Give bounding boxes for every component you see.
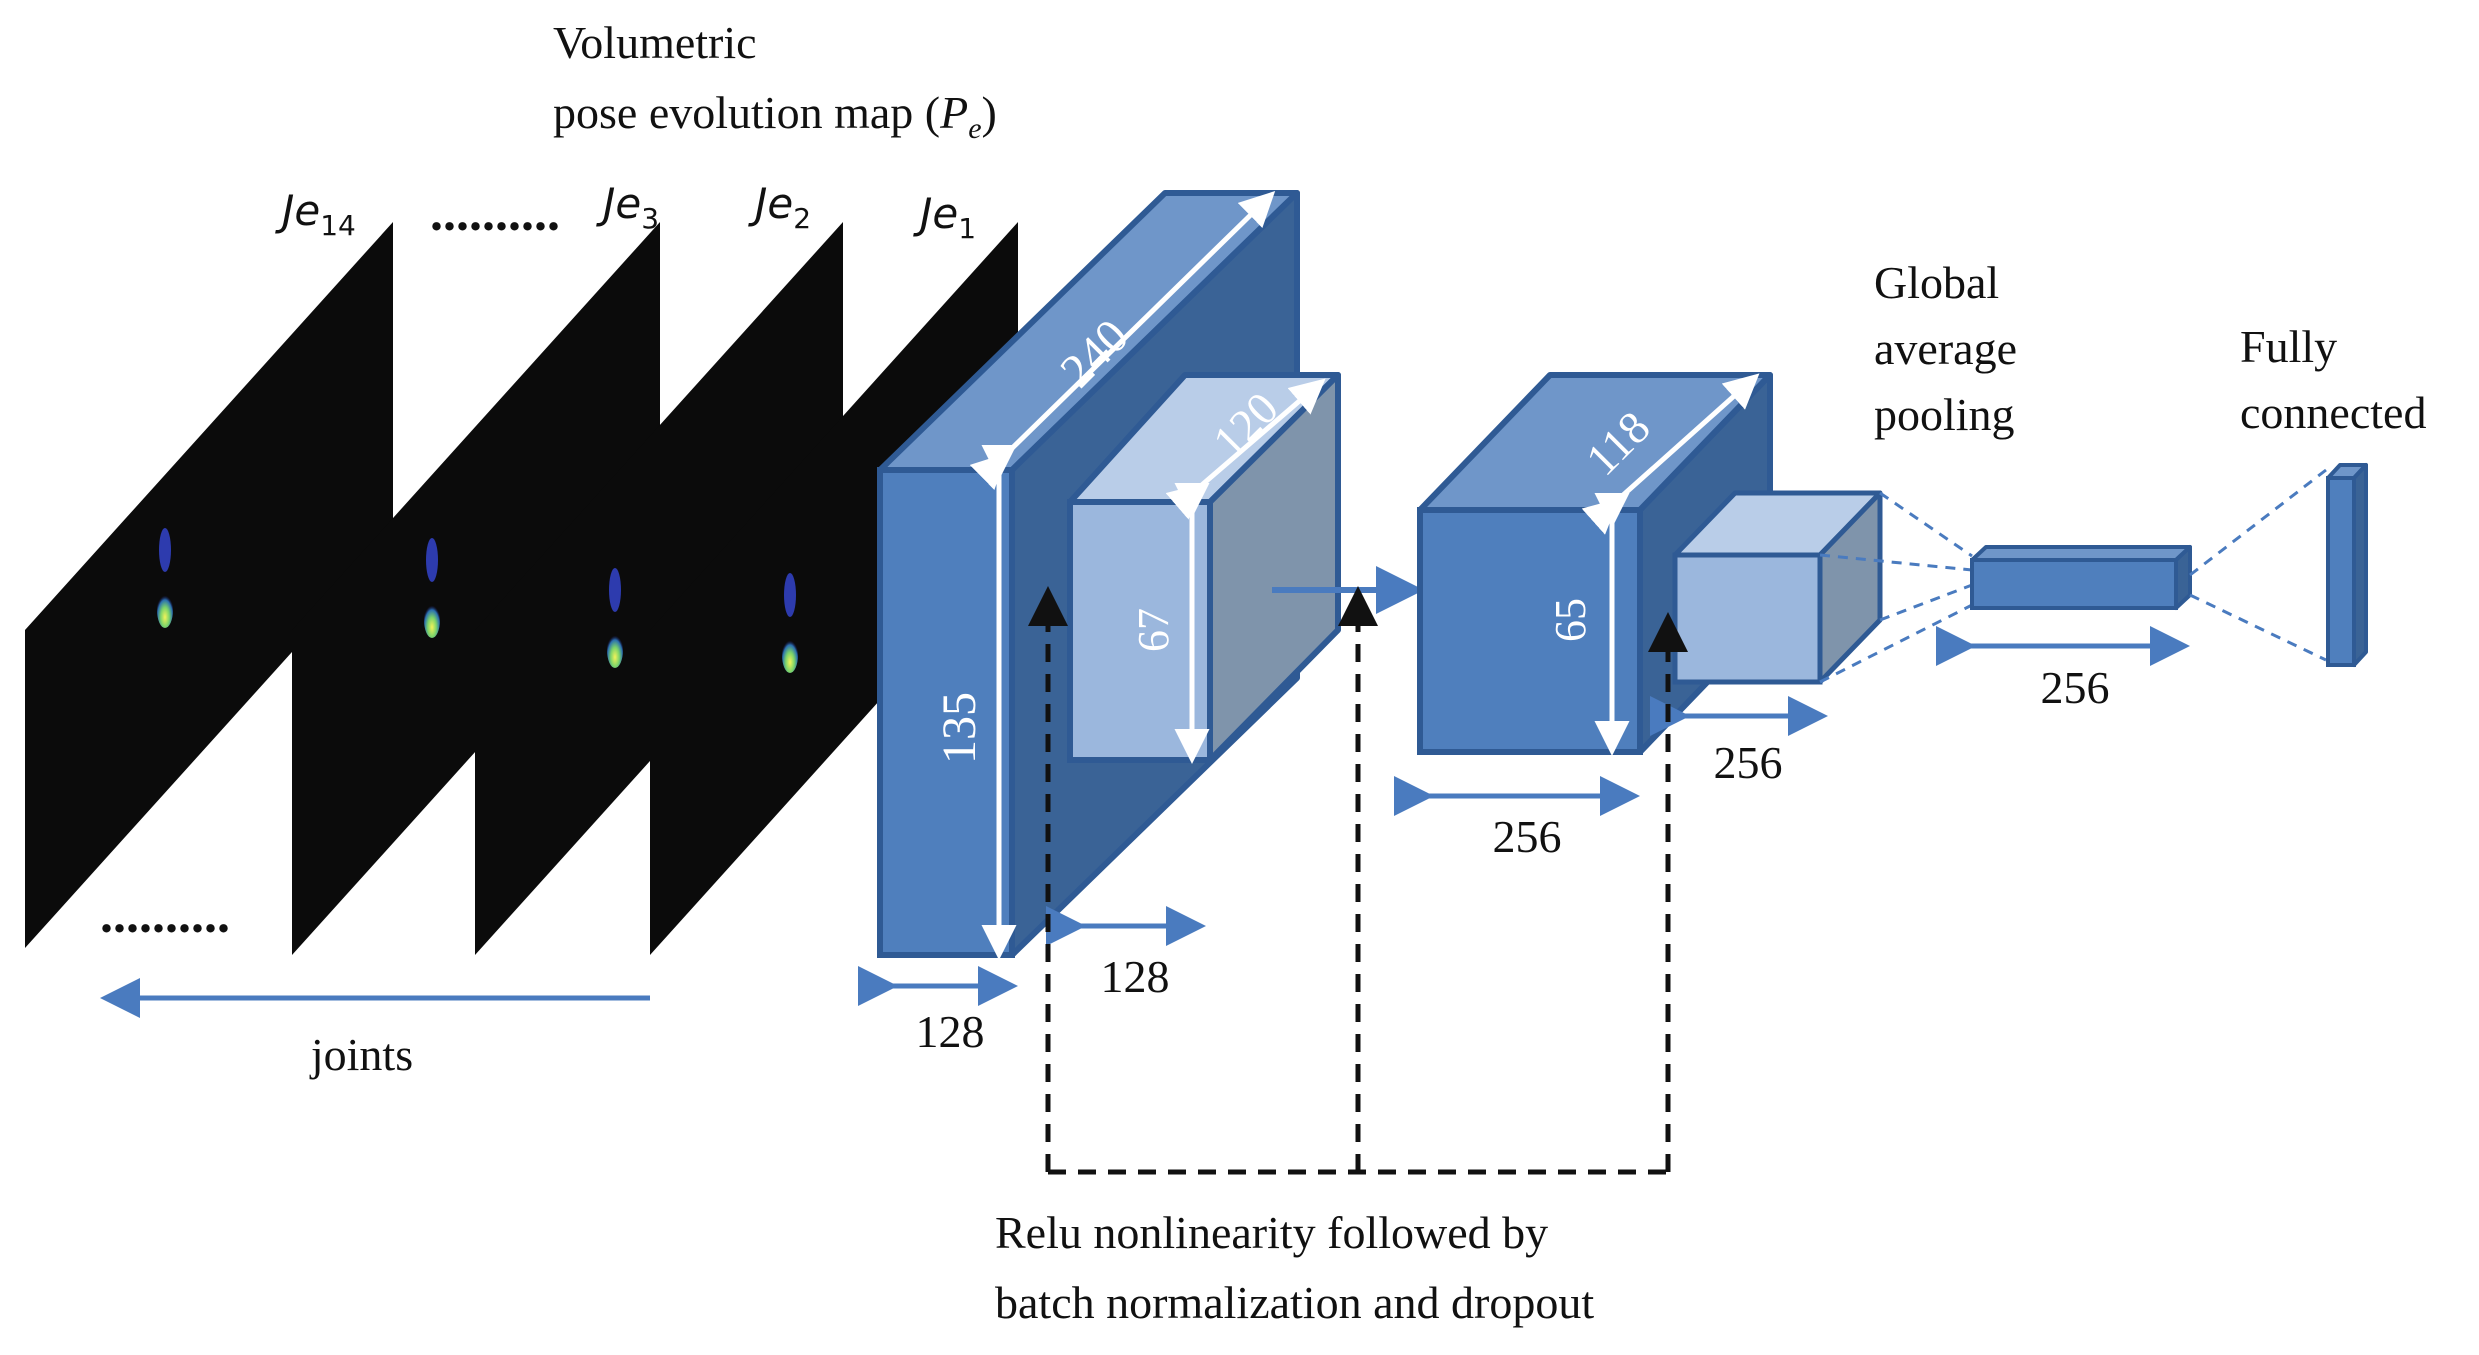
frame-je1	[650, 222, 1018, 955]
frames-ellipsis-bottom: ..........	[100, 887, 230, 944]
block2-depth-arrow	[1165, 378, 1326, 520]
gap-label-line-3: pooling	[1874, 389, 2015, 440]
fc-projection-lines	[2189, 468, 2327, 662]
frame-je3	[292, 222, 660, 955]
gap-projection-lines	[1819, 491, 1973, 684]
block3-depth-arrow	[1581, 373, 1760, 535]
frame-label-je14: Je14	[275, 186, 356, 242]
frame-label-je1: Je1	[913, 189, 976, 245]
joints-label: joints	[309, 1029, 413, 1080]
note-line-1: Relu nonlinearity followed by	[995, 1207, 1548, 1258]
note-line-2: batch normalization and dropout	[995, 1277, 1594, 1328]
block4-width-label: 256	[1714, 737, 1783, 788]
block3-height-label: 65	[1546, 598, 1595, 642]
block1-depth-arrow	[969, 191, 1276, 490]
frame-label-je3: Je3	[596, 179, 659, 235]
frames-ellipsis-top: ..........	[430, 185, 560, 242]
block2-height-label: 67	[1129, 608, 1178, 652]
frame-je14	[25, 222, 393, 948]
fc-label-line-2: connected	[2240, 387, 2426, 438]
frame-je2	[475, 222, 843, 955]
frame-label-je2: Je2	[748, 179, 811, 235]
block1-height-label: 135	[933, 692, 986, 764]
fc-label-line-1: Fully	[2240, 321, 2337, 372]
gap-label-line-2: average	[1874, 323, 2017, 374]
block3-width-label: 256	[1493, 811, 1562, 862]
gap-label-line-1: Global	[1874, 257, 1999, 308]
relu-bn-dropout-connectors	[1028, 586, 1688, 1175]
block2-width-label: 128	[1101, 951, 1170, 1002]
title-line-2: pose evolution map (Pe)	[553, 87, 997, 145]
gap-width-label: 256	[2041, 662, 2110, 713]
fully-connected-bar	[2326, 463, 2368, 667]
conv-block-4	[1672, 490, 1883, 685]
title-line-1: Volumetric	[553, 17, 757, 68]
global-average-pooling-bar	[1970, 545, 2192, 610]
block1-width-label: 128	[916, 1006, 985, 1057]
